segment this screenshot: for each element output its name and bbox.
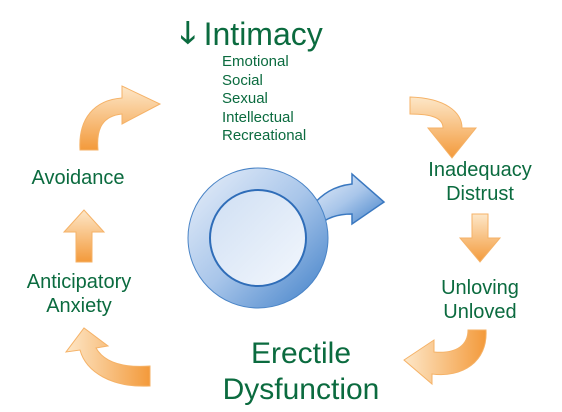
cycle-arrow-unloving-to-erectile: [403, 329, 487, 386]
node-line: Dysfunction: [222, 373, 380, 406]
node-line: Unloved: [443, 301, 517, 323]
cycle-arrow-inadequacy-to-unloving: [458, 213, 502, 263]
node-line: Anticipatory: [26, 271, 132, 293]
node-line: Inadequacy: [428, 159, 532, 181]
down-arrow-icon: 🡓: [180, 17, 196, 50]
node-line: Erectile: [250, 337, 352, 370]
intimacy-type: Intellectual: [222, 108, 294, 126]
intimacy-types-list: Emotional Social Sexual Intellectual Rec…: [222, 53, 306, 146]
intimacy-type: Social: [222, 71, 263, 89]
intimacy-heading: 🡓 Intimacy: [180, 16, 323, 52]
node-line: Distrust: [446, 183, 514, 205]
node-line: Avoidance: [31, 167, 125, 189]
node-line: Unloving: [441, 277, 519, 299]
node-erectile-dysfunction: Erectile Dysfunction: [196, 336, 406, 408]
intimacy-type: Emotional: [222, 53, 289, 70]
cycle-arrow-avoidance-to-intimacy: [79, 85, 162, 151]
male-symbol-icon: [187, 167, 386, 309]
intimacy-title: Intimacy: [203, 16, 323, 52]
node-unloving-unloved: Unloving Unloved: [420, 276, 540, 324]
cycle-arrow-erectile-to-anticipatory: [64, 327, 151, 387]
intimacy-type: Recreational: [222, 127, 307, 144]
cycle-arrow-anticipatory-to-avoidance: [62, 209, 106, 263]
node-avoidance: Avoidance: [12, 166, 144, 190]
node-line: Anxiety: [46, 295, 112, 317]
node-inadequacy-distrust: Inadequacy Distrust: [410, 158, 550, 206]
intimacy-type: Sexual: [222, 90, 268, 107]
cycle-arrow-intimacy-to-inadequacy: [409, 96, 478, 159]
node-anticipatory-anxiety: Anticipatory Anxiety: [4, 270, 154, 318]
